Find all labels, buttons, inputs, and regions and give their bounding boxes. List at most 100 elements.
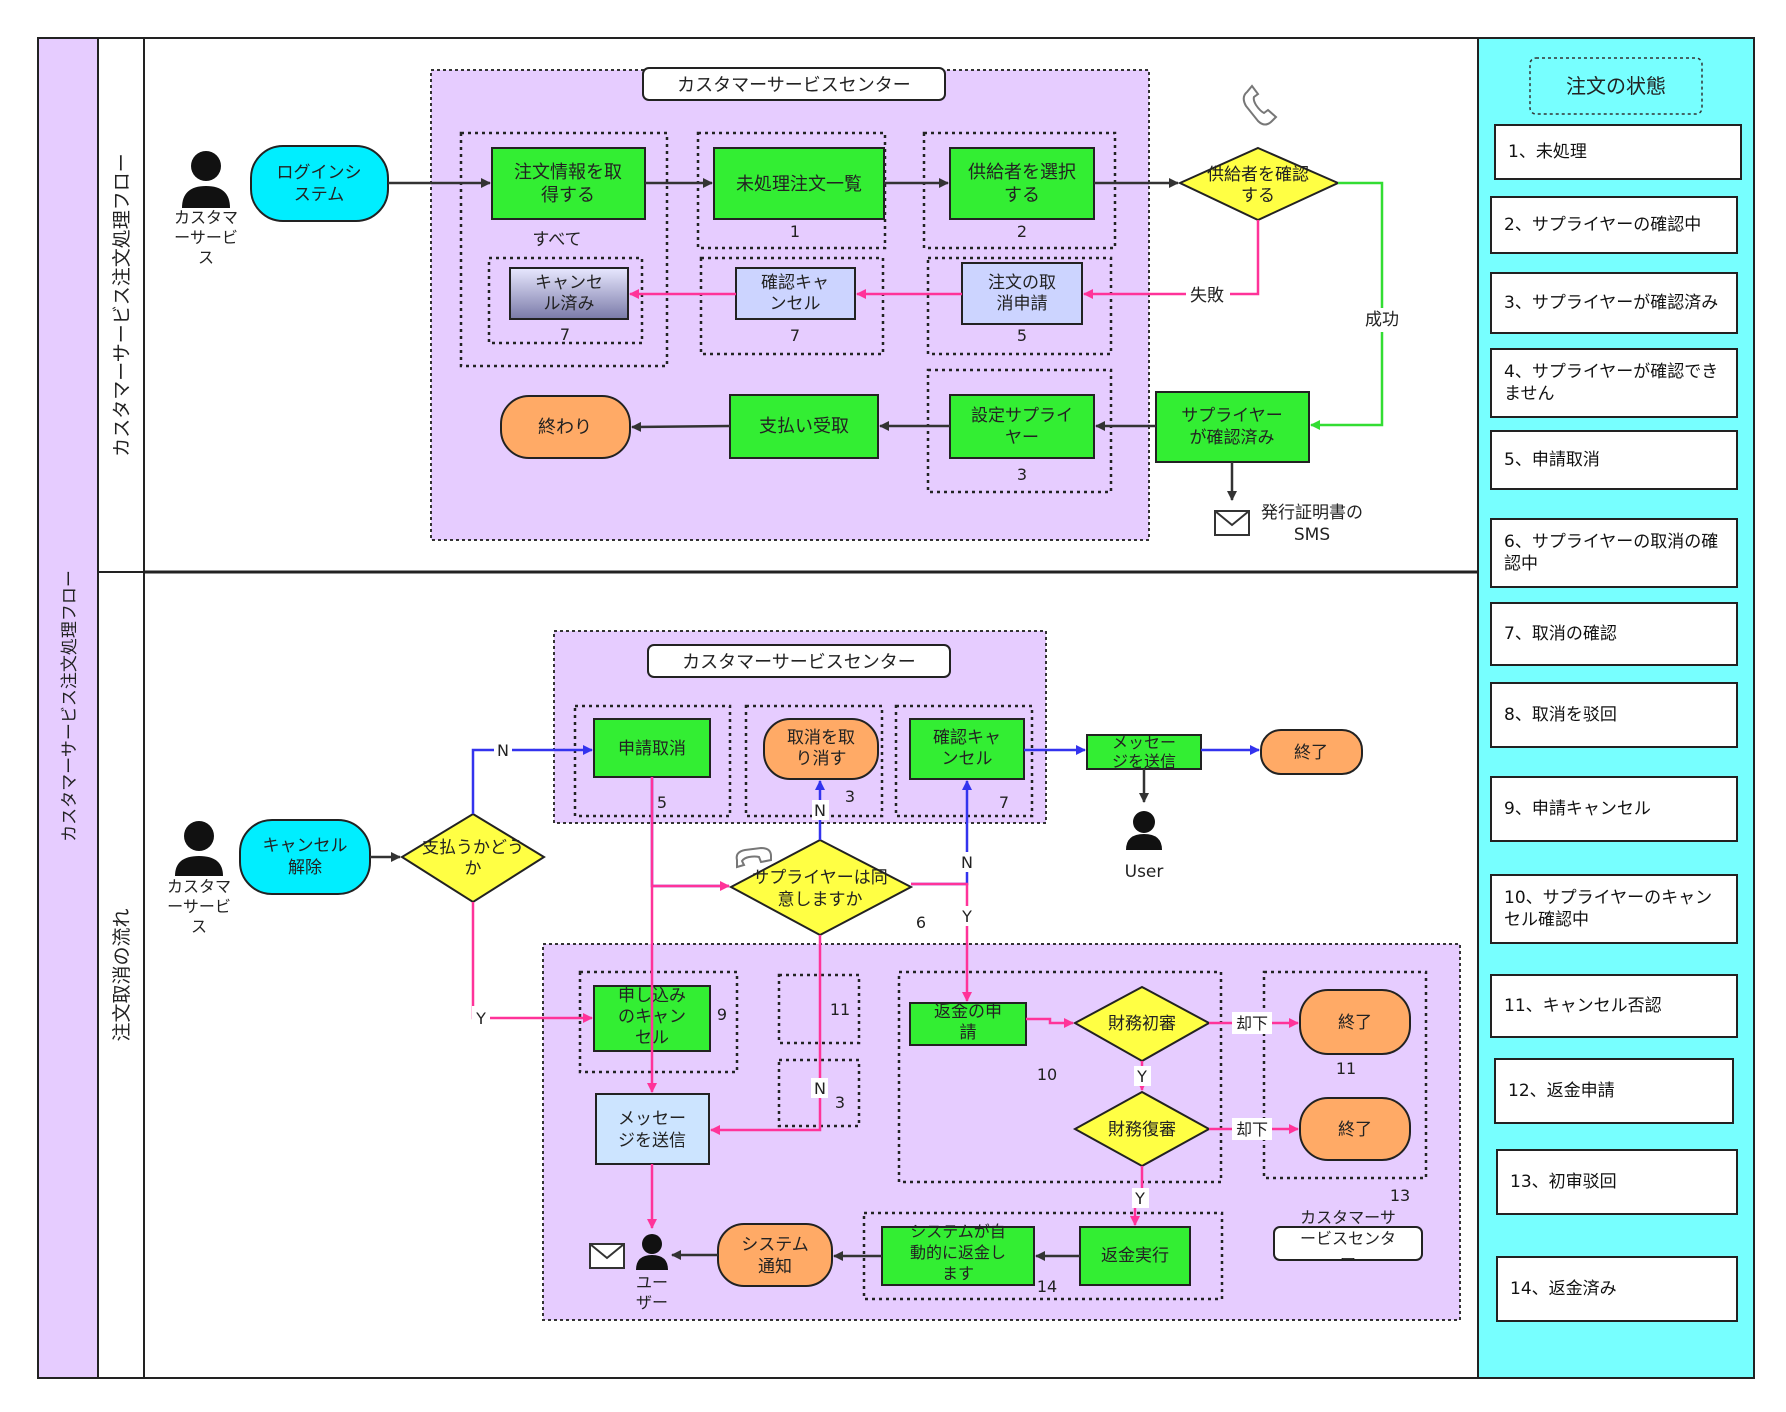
- top-actor-label: カスタマーサービス: [174, 208, 238, 267]
- status-item: 13、初审驳回: [1496, 1149, 1738, 1215]
- svg-text:Y: Y: [475, 1009, 486, 1028]
- svg-text:13: 13: [1390, 1186, 1410, 1205]
- status-item: 8、取消を驳回: [1490, 682, 1738, 748]
- select-supplier-node[interactable]: [949, 147, 1095, 220]
- svg-text:N: N: [497, 741, 509, 760]
- status-item: 10、サプライヤーのキャンセル確認中: [1490, 874, 1738, 944]
- svg-text:3: 3: [845, 787, 855, 806]
- bottom-actor-label: カスタマーサービス: [167, 877, 231, 936]
- end-second-reject-node[interactable]: [1299, 1097, 1411, 1161]
- svg-text:供給者を選択する: 供給者を選択する: [968, 162, 1076, 206]
- svg-text:未処理注文一覧: 未処理注文一覧: [736, 174, 862, 195]
- bottom-group-title: カスタマーサービスセンター: [682, 652, 916, 673]
- svg-text:財務復審: 財務復審: [1108, 1120, 1176, 1140]
- pool-header: [37, 37, 99, 1379]
- svg-text:注文情報を取得する: 注文情報を取得する: [514, 162, 622, 206]
- lane-title-bottom: 注文取消の流れ: [111, 908, 133, 1041]
- undo-cancel-node[interactable]: [763, 718, 879, 780]
- status-item: 6、サプライヤーの取消の確認中: [1490, 518, 1738, 588]
- status-panel-title: 注文の状態: [1566, 74, 1666, 98]
- top-group-title-box: [642, 67, 946, 101]
- svg-text:メッセージを送信: メッセージを送信: [618, 1109, 686, 1151]
- svg-text:10: 10: [1037, 1065, 1057, 1084]
- svg-text:サプライヤーは同意しますか: サプライヤーは同意しますか: [752, 868, 888, 910]
- login-system-node[interactable]: [250, 145, 389, 222]
- svg-text:システム通知: システム通知: [741, 1235, 809, 1277]
- bottom-subgroup-3: [744, 704, 884, 818]
- mail-icon-2: [589, 1243, 625, 1269]
- refund-apply-node[interactable]: [909, 1002, 1027, 1046]
- label-all: すべて: [532, 230, 581, 250]
- send-message-node[interactable]: [595, 1093, 710, 1165]
- svg-text:終了: 終了: [1338, 1013, 1372, 1033]
- end-first-reject-node[interactable]: [1299, 989, 1411, 1055]
- svg-text:9: 9: [717, 1005, 727, 1024]
- svg-text:3: 3: [1017, 465, 1027, 484]
- svg-text:N: N: [961, 853, 973, 872]
- bottom-confirm-cancel-node[interactable]: [909, 718, 1025, 780]
- lane-title-top: カスタマーサービス注文処理フロー: [111, 153, 133, 457]
- apply-cancel-node[interactable]: [593, 718, 711, 778]
- get-order-info-node[interactable]: [491, 147, 646, 220]
- top-subgroup-5: [926, 256, 1113, 356]
- svg-text:7: 7: [790, 326, 800, 345]
- bottom-subgroup-14: [862, 1211, 1224, 1301]
- svg-text:キャンセル解除: キャンセル解除: [263, 836, 348, 878]
- refund-execute-node[interactable]: [1079, 1226, 1191, 1286]
- svg-text:財務初審: 財務初審: [1108, 1014, 1176, 1034]
- svg-text:終わり: 終わり: [538, 417, 592, 438]
- customer-service-actor-icon-2: [175, 821, 223, 876]
- svg-text:確認キャンセル: 確認キャンセル: [933, 728, 1001, 769]
- status-panel-title-box: [1529, 57, 1703, 115]
- top-group-title: カスタマーサービスセンター: [677, 75, 911, 96]
- auto-refund-node[interactable]: [881, 1226, 1035, 1286]
- status-item: 11、キャンセル否認: [1490, 974, 1738, 1038]
- customer-service-actor-icon: [182, 151, 230, 208]
- svg-text:7: 7: [999, 793, 1009, 812]
- user-icon-2: [636, 1234, 668, 1270]
- svg-text:サプライヤーが確認済み: サプライヤーが確認済み: [1181, 406, 1283, 448]
- label-fail: 失敗: [1190, 286, 1224, 306]
- phone-icon: [1242, 84, 1278, 126]
- status-item: 1、未処理: [1494, 124, 1742, 180]
- end-top-node[interactable]: [1260, 729, 1363, 775]
- svg-text:Y: Y: [1134, 1189, 1145, 1208]
- user-label: User: [1125, 862, 1164, 882]
- bottom-group-title-box: [647, 644, 951, 678]
- cancel-request-node[interactable]: [961, 262, 1083, 325]
- bottom-subgroup-7: [894, 704, 1034, 818]
- svg-text:Y: Y: [1136, 1067, 1147, 1086]
- svg-text:6: 6: [916, 913, 926, 932]
- svg-text:返金の申請: 返金の申請: [934, 1002, 1002, 1043]
- top-subgroup-1: [696, 131, 887, 250]
- svg-text:2: 2: [1017, 222, 1027, 241]
- status-item: 3、サプライヤーが確認済み: [1490, 272, 1738, 334]
- bottom-subgroup-11: [777, 973, 861, 1045]
- svg-text:確認キャンセル: 確認キャンセル: [761, 273, 829, 314]
- unprocessed-orders-node[interactable]: [713, 147, 885, 220]
- cs-center-label-box: [1273, 1226, 1423, 1261]
- svg-text:7: 7: [560, 325, 570, 344]
- label-success: 成功: [1365, 310, 1399, 330]
- top-end-node[interactable]: [500, 395, 631, 459]
- top-confirm-cancel-node[interactable]: [735, 267, 856, 320]
- top-subgroup-2: [922, 131, 1117, 250]
- status-item: 4、サプライヤーが確認できません: [1490, 348, 1738, 418]
- cancelled-node[interactable]: [509, 267, 629, 320]
- supplier-confirmed-node[interactable]: [1155, 391, 1310, 463]
- mail-icon: [1214, 510, 1250, 536]
- set-supplier-node[interactable]: [949, 394, 1095, 459]
- status-item: 14、返金済み: [1496, 1256, 1738, 1322]
- top-subgroup-all: [459, 131, 669, 368]
- bottom-subgroup-10: [897, 970, 1223, 1184]
- cancel-release-node[interactable]: [239, 819, 371, 895]
- status-item: 5、申請取消: [1490, 430, 1738, 490]
- svg-text:返金実行: 返金実行: [1101, 1246, 1169, 1266]
- user-icon: [1126, 811, 1162, 850]
- bottom-subgroup-3b: [777, 1058, 861, 1128]
- svg-text:注文の取消申請: 注文の取消申請: [988, 273, 1056, 314]
- svg-text:設定サプライヤー: 設定サプライヤー: [971, 406, 1073, 448]
- svg-text:5: 5: [1017, 326, 1027, 345]
- svg-text:申請取消: 申請取消: [618, 739, 686, 759]
